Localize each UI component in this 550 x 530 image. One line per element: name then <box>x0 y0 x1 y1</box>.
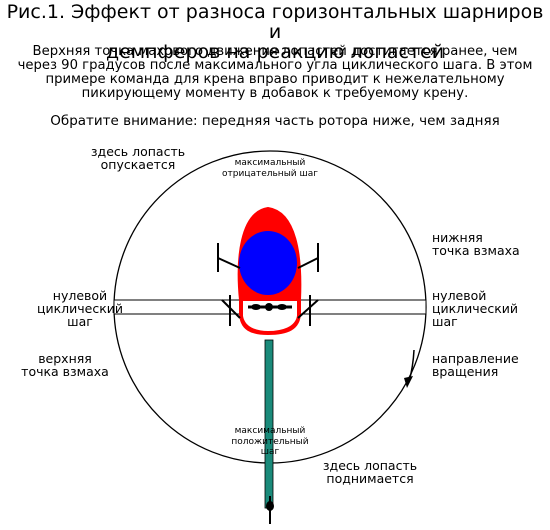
label-max-positive: максимальный положительный шаг <box>231 426 309 457</box>
page-title: Рис.1. Эффект от разноса горизонтальных … <box>6 1 544 63</box>
label-low-flap: нижняя точка взмаха <box>432 230 520 258</box>
label-high-flap: верхняя точка взмаха <box>21 351 109 379</box>
tail-boom <box>264 339 274 509</box>
label-blade-up: здесь лопасть поднимается <box>322 458 418 486</box>
note: Обратите внимание: передняя часть ротора… <box>50 113 500 129</box>
label-blade-down: здесь лопасть опускается <box>90 144 186 172</box>
curved-arrow-icon <box>404 349 415 388</box>
label-zero-left: нулевой циклический шаг <box>36 288 124 329</box>
landing-skids <box>217 243 319 326</box>
tail-rotor <box>266 496 274 524</box>
canopy <box>239 231 297 295</box>
rotor-hub <box>248 303 292 311</box>
subtitle: Верхняя точка махового движения лопастей… <box>17 44 533 101</box>
label-rotation: направление вращения <box>432 351 519 379</box>
label-max-negative: максимальный отрицательный шаг <box>222 158 318 179</box>
label-zero-right: нулевой циклический шаг <box>432 288 519 329</box>
